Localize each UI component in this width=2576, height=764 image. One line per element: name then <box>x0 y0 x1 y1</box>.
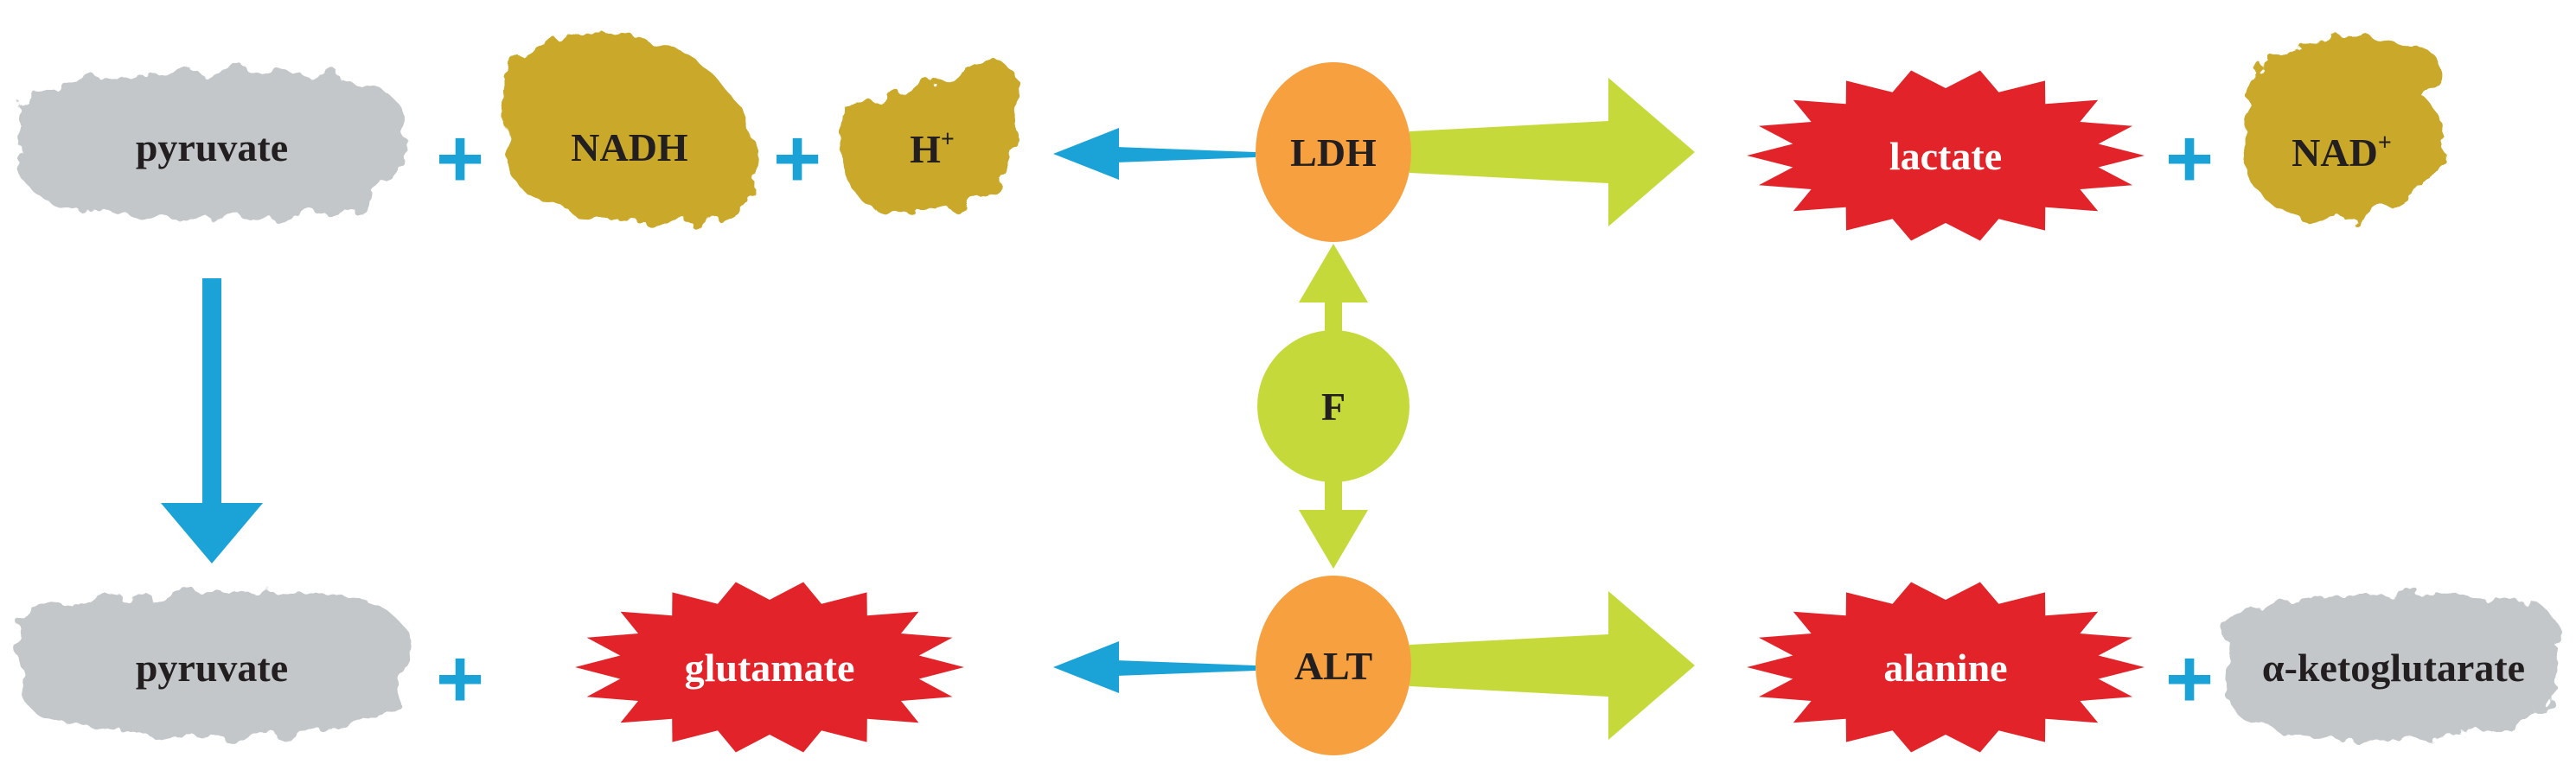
modulator-label: F <box>1321 385 1346 429</box>
alt-enzyme-node: ALT <box>1256 576 1411 755</box>
proton-node: H+ <box>839 60 1021 213</box>
plus-sign: + <box>773 112 821 205</box>
alt-to-glutamate-arrow <box>1053 641 1256 693</box>
proton-label: H+ <box>910 126 955 171</box>
nad-node: NAD+ <box>2243 37 2445 221</box>
nad-label: NAD+ <box>2292 130 2392 175</box>
alt-to-alanine-arrow <box>1409 591 1695 740</box>
pyruvate-top-node: pyruvate <box>18 70 406 220</box>
pyruvate-bottom-node: pyruvate <box>19 591 409 739</box>
alpha-ketoglutarate-label: α-ketoglutarate <box>2262 646 2525 690</box>
glutamate-node: glutamate <box>575 582 964 753</box>
plus-sign: + <box>436 633 484 725</box>
nadh-node: NADH <box>504 32 757 224</box>
alanine-node: alanine <box>1747 582 2145 753</box>
plus-sign: + <box>436 112 484 205</box>
pyruvate-top-label: pyruvate <box>136 125 288 169</box>
ldh-enzyme-node: LDH <box>1256 62 1411 242</box>
ldh-to-proton-arrow <box>1053 128 1256 180</box>
pyruvate-bottom-label: pyruvate <box>136 646 288 690</box>
nadh-label: NADH <box>571 125 688 169</box>
plus-sign: + <box>2165 112 2214 205</box>
glutamate-label: glutamate <box>685 646 855 690</box>
alanine-label: alanine <box>1883 646 2007 690</box>
plus-sign: + <box>2165 633 2214 725</box>
ldh-label: LDH <box>1290 131 1377 175</box>
lactate-node: lactate <box>1747 70 2145 241</box>
ldh-to-lactate-arrow <box>1409 78 1695 226</box>
modulator-f-node: F <box>1257 330 1409 482</box>
alpha-ketoglutarate-node: α-ketoglutarate <box>2226 594 2560 741</box>
pyruvate-down-arrow <box>161 278 263 563</box>
lactate-label: lactate <box>1889 134 2002 178</box>
alt-label: ALT <box>1294 644 1372 688</box>
